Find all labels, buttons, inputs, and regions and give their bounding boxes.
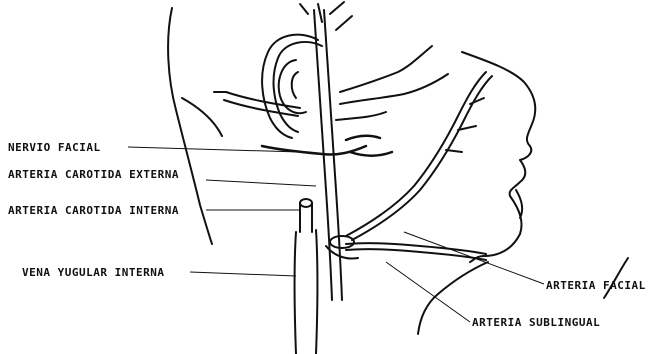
label-vena-yugular-interna: VENA YUGULAR INTERNA — [22, 266, 164, 279]
label-arteria-sublingual: ARTERIA SUBLINGUAL — [472, 316, 600, 329]
label-nervio-facial: NERVIO FACIAL — [8, 141, 101, 154]
facial-nerve — [262, 136, 392, 156]
jugular-vein — [295, 199, 359, 354]
leader-vena-yugular — [190, 272, 296, 276]
label-arteria-facial: ARTERIA FACIAL — [546, 279, 646, 292]
label-arteria-carotida-externa: ARTERIA CAROTIDA EXTERNA — [8, 168, 179, 181]
leader-arteria-facial — [404, 232, 544, 284]
leader-carotida-externa — [206, 180, 316, 186]
sublingual-artery — [346, 243, 486, 260]
leader-lines — [128, 147, 544, 322]
label-arteria-carotida-interna: ARTERIA CAROTIDA INTERNA — [8, 204, 179, 217]
leader-arteria-sublingual — [386, 262, 470, 322]
